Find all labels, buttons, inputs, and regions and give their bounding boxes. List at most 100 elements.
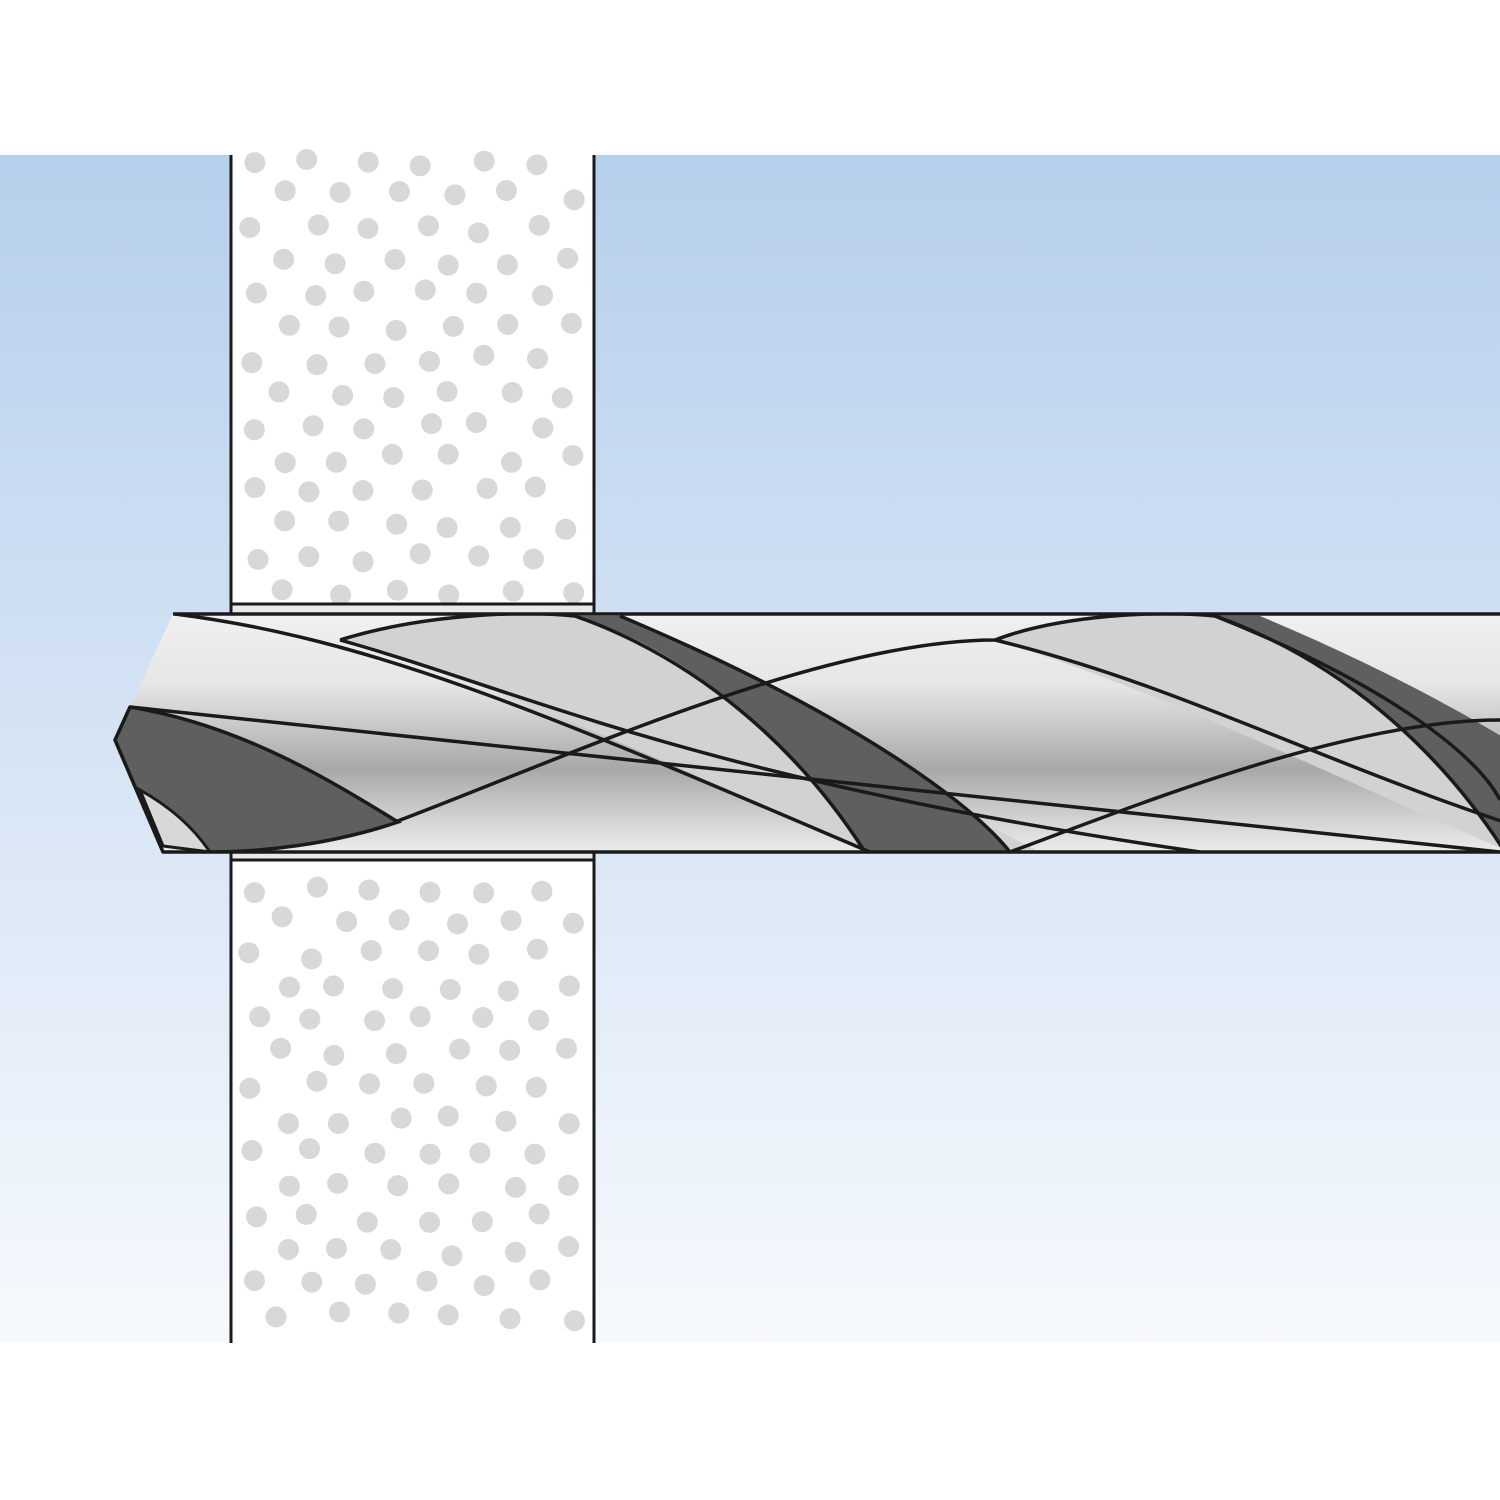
drill-land bbox=[995, 614, 1500, 852]
wall-dot bbox=[419, 1211, 441, 1233]
wall-dot bbox=[336, 911, 358, 933]
wall-dot bbox=[438, 1173, 460, 1195]
wall-dot bbox=[473, 150, 495, 172]
wall-dot bbox=[499, 1308, 521, 1330]
wall-dot bbox=[468, 545, 490, 567]
wall-dot bbox=[296, 148, 318, 170]
wall-dot bbox=[497, 980, 519, 1002]
wall-dot bbox=[501, 381, 523, 403]
wall-dot bbox=[409, 155, 431, 177]
wall-dot bbox=[563, 1310, 585, 1332]
wall-dot bbox=[353, 418, 375, 440]
wall-dot bbox=[271, 579, 293, 601]
wall-dot bbox=[364, 353, 386, 375]
wall-dot bbox=[238, 942, 260, 964]
wall-dot bbox=[243, 882, 265, 904]
wall-dot bbox=[325, 1237, 347, 1259]
wall-dot bbox=[322, 975, 344, 997]
wall-dot bbox=[278, 976, 300, 998]
wall-dot bbox=[500, 909, 522, 931]
wall-dot bbox=[437, 1105, 459, 1127]
wall-dot bbox=[409, 543, 431, 565]
wall-dot bbox=[241, 352, 263, 374]
wall-dot bbox=[557, 1174, 579, 1196]
wall-dot bbox=[524, 1143, 546, 1165]
wall-dot bbox=[385, 1043, 407, 1065]
wall-dot bbox=[364, 1142, 386, 1164]
wall-dot bbox=[495, 1110, 517, 1132]
wall-dot bbox=[497, 313, 519, 335]
wall-dot bbox=[417, 940, 439, 962]
wall-dot bbox=[354, 1273, 376, 1295]
wall-dot bbox=[301, 1271, 323, 1293]
wall-dot bbox=[356, 1211, 378, 1233]
wall-dot bbox=[265, 1306, 287, 1328]
wall-dot bbox=[306, 876, 328, 898]
wall-dot bbox=[529, 1269, 551, 1291]
wall-dot bbox=[387, 1175, 409, 1197]
wall-dot bbox=[499, 1039, 521, 1061]
wall-dot bbox=[357, 218, 379, 240]
wall-dot bbox=[563, 189, 585, 211]
wall-dot bbox=[441, 1245, 463, 1267]
wall-dot bbox=[295, 1203, 317, 1225]
wall-dot bbox=[414, 279, 436, 301]
wall-dot bbox=[249, 1006, 271, 1028]
wall-dot bbox=[382, 978, 404, 1000]
wall-dot bbox=[555, 1037, 577, 1059]
wall-dot bbox=[386, 579, 408, 601]
wall-dot bbox=[557, 247, 579, 269]
wall-dot bbox=[558, 1113, 580, 1135]
wall-dot bbox=[560, 312, 582, 334]
wall-dot bbox=[327, 1112, 349, 1134]
wall-dot bbox=[384, 249, 406, 271]
wall-dot bbox=[328, 1301, 350, 1323]
wall-dot bbox=[330, 584, 352, 606]
wall-dot bbox=[526, 938, 548, 960]
wall-dot bbox=[241, 1140, 263, 1162]
wall-dot bbox=[466, 282, 488, 304]
wall-dot bbox=[562, 444, 584, 466]
wall-dot bbox=[246, 1206, 268, 1228]
wall-dot bbox=[332, 384, 354, 406]
drill-bit bbox=[113, 612, 1500, 854]
wall-dot bbox=[558, 1236, 580, 1258]
wall-dot bbox=[528, 214, 550, 236]
wall-dot bbox=[360, 940, 382, 962]
wall-dot bbox=[307, 214, 329, 236]
wall-dot bbox=[271, 906, 293, 928]
wall-dot bbox=[467, 222, 489, 244]
wall-texture-dots bbox=[238, 148, 585, 1332]
wall-dot bbox=[436, 381, 458, 403]
wall-dot bbox=[239, 1077, 261, 1099]
wall-dot bbox=[298, 481, 320, 503]
wall-dot bbox=[268, 381, 290, 403]
wall-dot bbox=[528, 1203, 550, 1225]
wall-dot bbox=[417, 215, 439, 237]
wall-dot bbox=[385, 319, 407, 341]
wall-dot bbox=[302, 415, 324, 437]
wall-dot bbox=[239, 216, 261, 238]
wall-dot bbox=[358, 879, 380, 901]
wall-dot bbox=[324, 253, 346, 275]
wall-dot bbox=[352, 551, 374, 573]
wall-dot bbox=[558, 975, 580, 997]
wall-dot bbox=[277, 1112, 299, 1134]
wall-dot bbox=[526, 154, 548, 176]
wall-dot bbox=[274, 452, 296, 474]
wall-dot bbox=[329, 181, 351, 203]
wall-dot bbox=[418, 350, 440, 372]
wall-dot bbox=[411, 479, 433, 501]
wall-dot bbox=[499, 516, 521, 538]
wall-dot bbox=[278, 314, 300, 336]
wall-dot bbox=[386, 513, 408, 535]
wall-dot bbox=[325, 451, 347, 473]
wall-dot bbox=[532, 417, 554, 439]
wall-dot bbox=[437, 1304, 459, 1326]
wall-dot bbox=[419, 881, 441, 903]
wall-dot bbox=[244, 477, 266, 499]
wall-dot bbox=[524, 476, 546, 498]
wall-dot bbox=[465, 412, 487, 434]
wall-dot bbox=[532, 284, 554, 306]
